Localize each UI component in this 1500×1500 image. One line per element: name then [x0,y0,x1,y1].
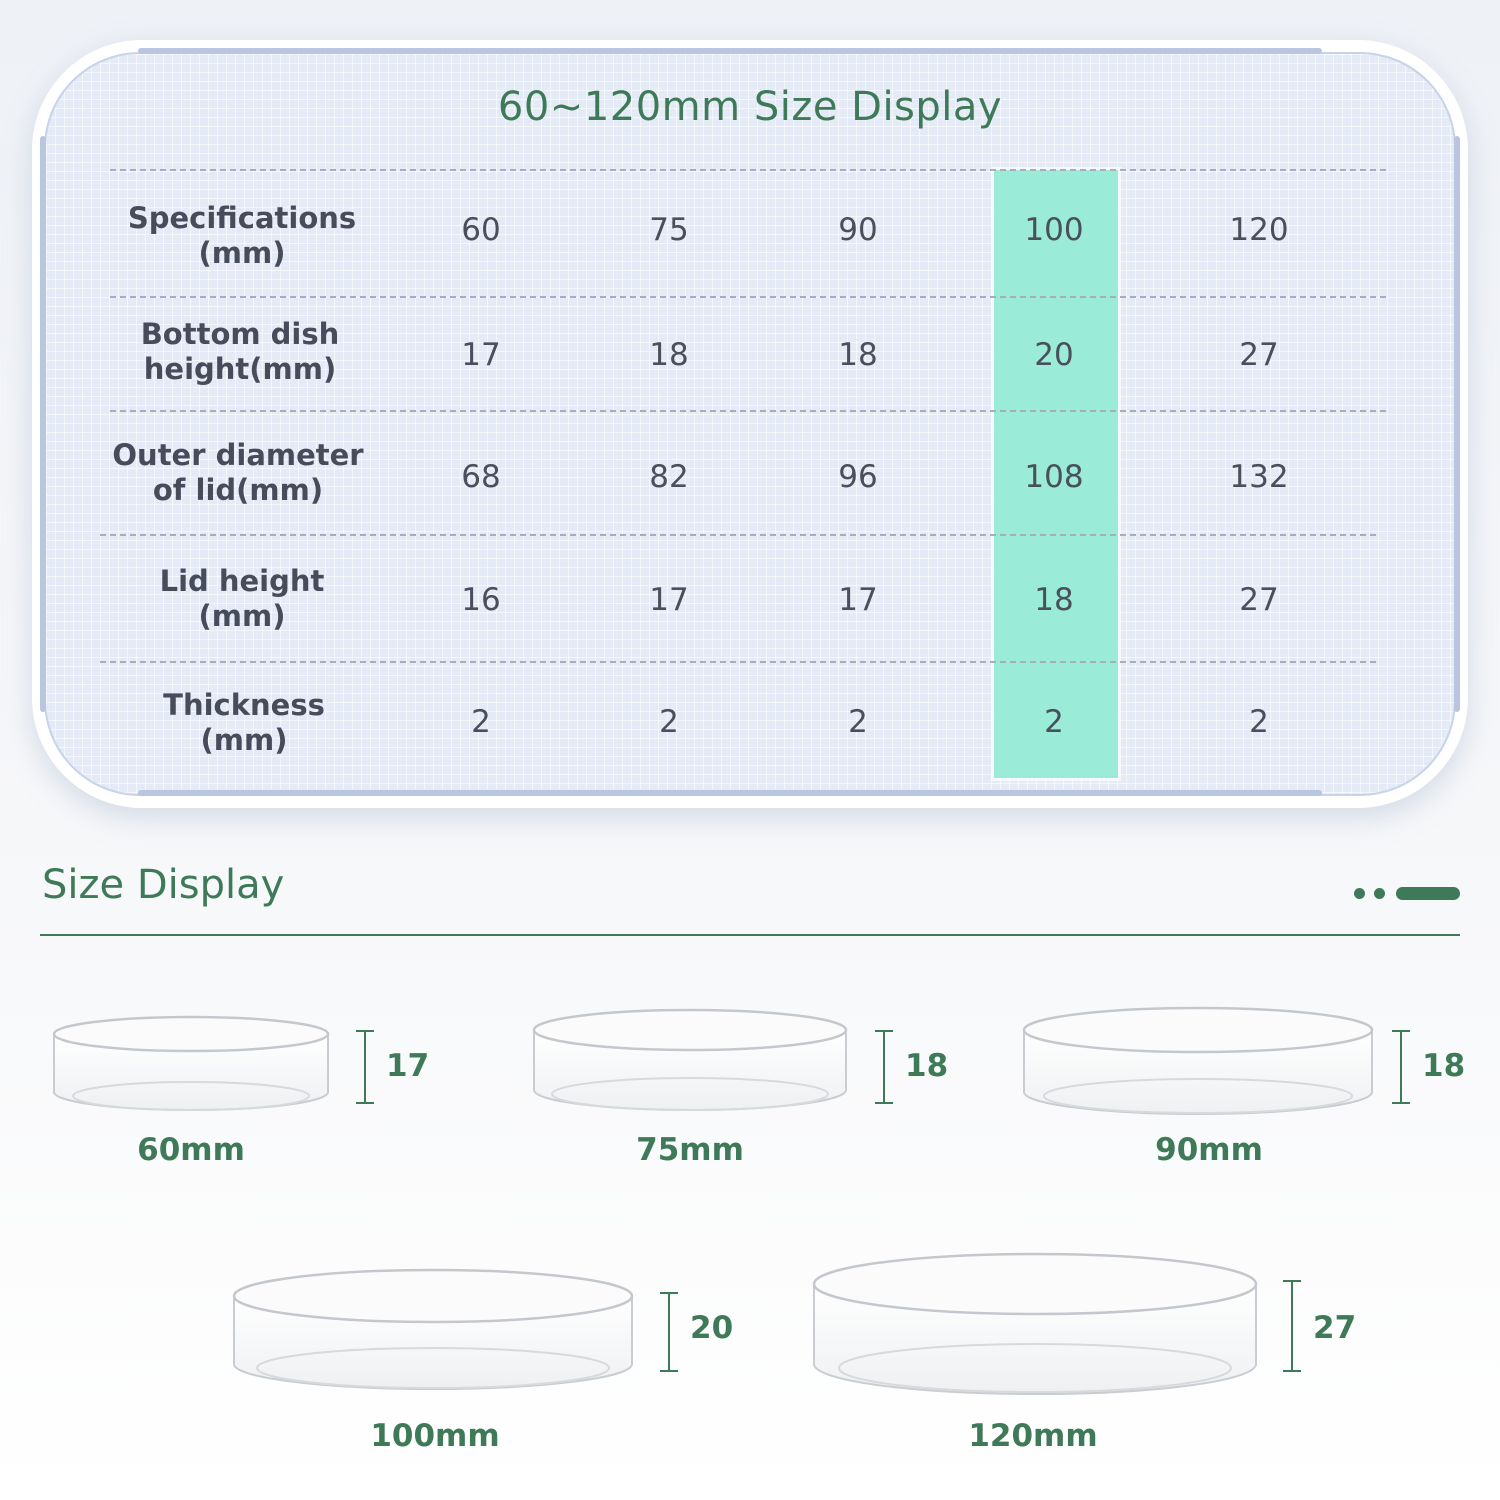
table-cell: 20 [1034,337,1074,373]
table-cell: 27 [1239,582,1279,618]
row-label-line: Lid height [159,564,325,598]
row-label-line: (mm) [198,236,286,270]
table-cell: 75 [649,212,689,248]
table-cell: 132 [1229,459,1289,495]
highlighted-column-100mm [994,170,1118,778]
table-cell: 96 [838,459,878,495]
table-divider [100,534,1376,536]
height-bracket-icon [1392,1030,1410,1104]
table-cell: 18 [838,337,878,373]
card-right-bar [1454,136,1460,712]
dish-size-label: 90mm [1155,1132,1263,1168]
table-cell: 2 [1044,704,1064,740]
row-label-line: of lid(mm) [152,473,324,507]
table-divider [110,296,1386,298]
dish-height-marker: 17 [356,1030,436,1104]
size-display-heading: Size Display [42,862,285,908]
dish-size-label: 60mm [137,1132,245,1168]
dish-height-value: 27 [1313,1310,1357,1346]
row-label-line: Specifications [127,201,357,235]
card-bottom-bar [138,790,1322,796]
section-divider [40,934,1460,936]
indicator-dot [1354,888,1365,899]
dish-height-value: 18 [1422,1048,1466,1084]
dish-size-label: 75mm [636,1132,744,1168]
spec-table-title: 60~120mm Size Display [497,84,1003,130]
row-label-line: Outer diameter [112,438,364,472]
petri-dish-90mm [1020,1002,1376,1120]
dish-height-marker: 27 [1283,1280,1363,1372]
dish-size-label: 120mm [968,1418,1098,1454]
table-cell: 17 [838,582,878,618]
row-label-bottom-dish-height: Bottom dish height(mm) [100,317,380,387]
dish-height-value: 17 [386,1048,430,1084]
petri-dish-75mm [530,1004,850,1116]
row-label-lid-height: Lid height (mm) [102,564,382,634]
table-cell: 60 [461,212,501,248]
indicator-dot [1374,888,1385,899]
table-cell: 27 [1239,337,1279,373]
dish-height-marker: 18 [1392,1030,1472,1104]
spec-card-panel [44,52,1456,796]
row-label-line: Thickness [163,688,325,722]
table-cell: 100 [1024,212,1084,248]
petri-dish-120mm [810,1250,1260,1402]
row-label-line: Bottom dish [140,317,340,351]
table-cell: 16 [461,582,501,618]
table-cell: 90 [838,212,878,248]
table-cell: 18 [1034,582,1074,618]
card-left-bar [40,136,46,712]
row-label-line: (mm) [200,723,288,757]
table-cell: 2 [471,704,491,740]
height-bracket-icon [356,1030,374,1104]
dish-height-marker: 20 [660,1292,740,1372]
table-cell: 17 [649,582,689,618]
table-cell: 68 [461,459,501,495]
table-cell: 120 [1229,212,1289,248]
height-bracket-icon [1283,1280,1301,1372]
table-divider [110,410,1386,412]
dish-height-value: 20 [690,1310,734,1346]
petri-dish-100mm [230,1264,636,1396]
height-bracket-icon [660,1292,678,1372]
row-label-outer-diameter-of-lid: Outer diameter of lid(mm) [98,438,378,508]
row-label-line: (mm) [198,599,286,633]
row-label-line: height(mm) [143,352,337,386]
table-cell: 18 [649,337,689,373]
petri-dish-60mm [50,1012,332,1116]
row-label-specifications: Specifications (mm) [102,201,382,271]
dish-height-value: 18 [905,1048,949,1084]
row-label-thickness: Thickness (mm) [104,688,384,758]
height-bracket-icon [875,1030,893,1104]
table-divider [100,661,1376,663]
table-cell: 2 [659,704,679,740]
dish-height-marker: 18 [875,1030,955,1104]
dish-size-label: 100mm [370,1418,500,1454]
table-cell: 17 [461,337,501,373]
carousel-indicator [1354,886,1464,900]
table-cell: 108 [1024,459,1084,495]
indicator-active-pill [1396,887,1460,900]
table-divider [110,169,1386,171]
table-cell: 2 [848,704,868,740]
table-cell: 82 [649,459,689,495]
card-top-bar [138,48,1322,54]
table-cell: 2 [1249,704,1269,740]
